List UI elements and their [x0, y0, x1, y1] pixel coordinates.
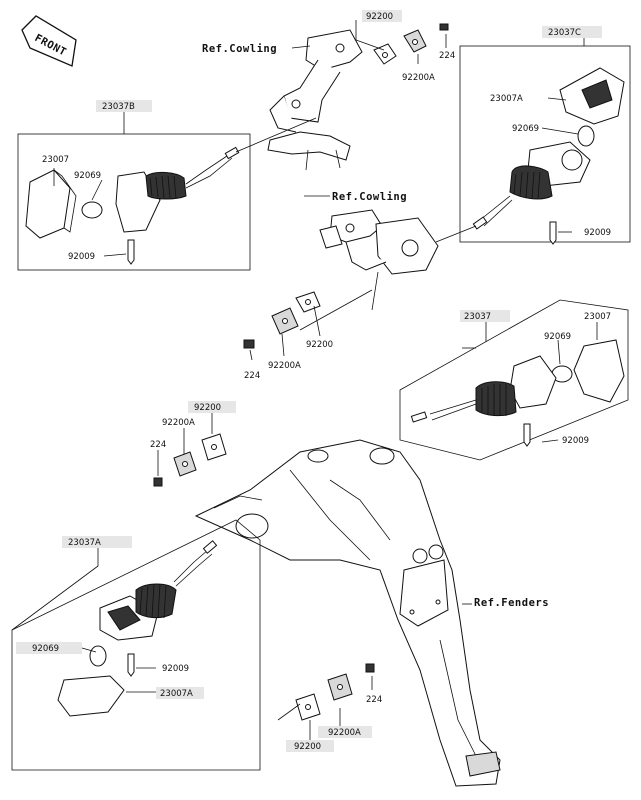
- turn-signal-front-left: [25, 146, 240, 265]
- label-23007A-c: 23007A: [490, 94, 523, 104]
- label-224-bottom: 224: [366, 695, 382, 705]
- ref-fenders: Ref.Fenders: [474, 597, 549, 609]
- bolt-224-bottom: [365, 663, 375, 673]
- box-23037A: [11, 519, 261, 771]
- box-23037B: [17, 133, 251, 271]
- leader-23037C-wire: [435, 225, 477, 243]
- label-92069-b: 92069: [74, 171, 101, 181]
- label-92069-c: 92069: [512, 124, 539, 134]
- label-92200A-mid: 92200A: [268, 361, 301, 371]
- bracket-plate-92200-mid: [295, 291, 321, 313]
- bolt-224-left: [153, 477, 163, 487]
- label-92009-b: 92009: [68, 252, 95, 262]
- label-92009-c: 92009: [584, 228, 611, 238]
- label-92069-r: 92069: [544, 332, 571, 342]
- label-92069-a: 92069: [32, 644, 59, 654]
- bracket-plate-92200-top: [373, 43, 397, 65]
- box-23037C: [459, 45, 631, 243]
- bracket-plate-92200A-bottom: [327, 673, 353, 701]
- label-92200-top: 92200: [366, 12, 393, 22]
- leader-mid-stud: [299, 289, 373, 331]
- label-92009-r: 92009: [562, 436, 589, 446]
- ref-cowling-mid: Ref.Cowling: [332, 191, 407, 203]
- bracket-plate-92200A-mid: [271, 307, 299, 335]
- bolt-224-mid: [243, 339, 255, 349]
- cowling-bracket-top: [267, 29, 363, 171]
- turn-signal-rear-right: [410, 339, 625, 447]
- label-92200-bottom: 92200: [294, 742, 321, 752]
- label-92200-mid: 92200: [306, 340, 333, 350]
- box-23037: [399, 299, 629, 461]
- label-23007A-a: 23007A: [160, 689, 193, 699]
- label-92009-a: 92009: [162, 664, 189, 674]
- label-92200-left: 92200: [194, 403, 221, 413]
- label-23037A: 23037A: [68, 538, 101, 548]
- label-92200A-left: 92200A: [162, 418, 195, 428]
- ref-cowling-top: Ref.Cowling: [202, 43, 277, 55]
- label-224-left: 224: [150, 440, 166, 450]
- label-224-top: 224: [439, 51, 455, 61]
- bracket-plate-92200-left: [201, 433, 227, 461]
- bracket-plate-92200A-top: [403, 29, 427, 53]
- rear-fender-frame: [194, 439, 501, 787]
- turn-signal-front-right: [472, 67, 625, 245]
- label-23007-b: 23007: [42, 155, 69, 165]
- cowling-bracket-mid: [319, 209, 439, 311]
- part-labels: 92200 224 92200A 23037C 23007A 92069 920…: [16, 10, 611, 752]
- label-23037C: 23037C: [548, 28, 581, 38]
- leader-lines: [11, 20, 598, 740]
- front-arrow-icon: FRONT: [21, 15, 77, 67]
- turn-signal-rear-left: [57, 540, 218, 717]
- label-224-mid: 224: [244, 371, 260, 381]
- bracket-plate-92200A-left: [173, 451, 197, 477]
- label-92200A-top: 92200A: [402, 73, 435, 83]
- label-92200A-bottom: 92200A: [328, 728, 361, 738]
- leader-23037B-wire: [235, 117, 317, 153]
- bolt-224-top: [439, 23, 449, 31]
- label-23007-r: 23007: [584, 312, 611, 322]
- bracket-plate-92200-bottom: [295, 693, 321, 721]
- label-23037B: 23037B: [102, 102, 135, 112]
- label-23037: 23037: [464, 312, 491, 322]
